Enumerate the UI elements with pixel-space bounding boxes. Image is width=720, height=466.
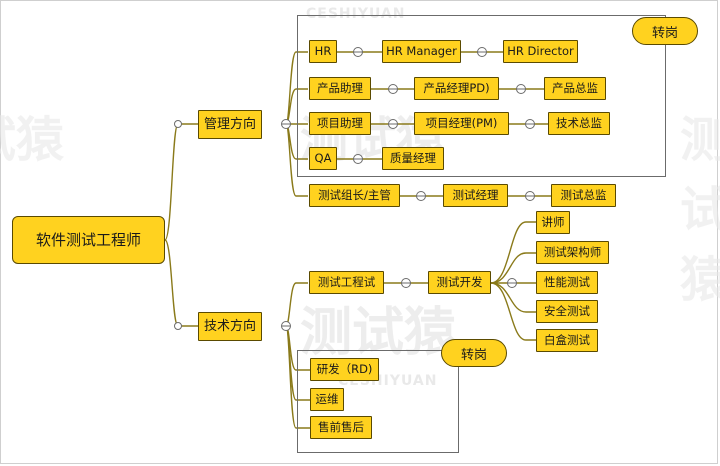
tech-transfer-tag: 转岗 bbox=[441, 339, 507, 367]
test-dev-node[interactable]: 测试开发 bbox=[428, 271, 491, 294]
security-test-node[interactable]: 安全测试 bbox=[536, 300, 598, 323]
project-assistant-node[interactable]: 项目助理 bbox=[309, 112, 371, 135]
project-manager-node[interactable]: 项目经理(PM) bbox=[414, 112, 509, 135]
tech-director-node[interactable]: 技术总监 bbox=[548, 112, 610, 135]
hr-node[interactable]: HR bbox=[309, 40, 337, 63]
performance-test-node[interactable]: 性能测试 bbox=[536, 271, 598, 294]
rd-node[interactable]: 研发（RD) bbox=[310, 358, 379, 381]
hr-manager-node[interactable]: HR Manager bbox=[382, 40, 461, 63]
watermark-cn-left: 测试猿 bbox=[0, 112, 65, 168]
product-assistant-node[interactable]: 产品助理 bbox=[309, 77, 371, 100]
whitebox-test-node[interactable]: 白盒测试 bbox=[536, 329, 598, 352]
tech-transfer-box bbox=[297, 350, 459, 453]
product-manager-node[interactable]: 产品经理PD) bbox=[414, 77, 499, 100]
presales-node[interactable]: 售前售后 bbox=[310, 416, 372, 439]
mgmt-transfer-box bbox=[297, 15, 666, 177]
qa-node[interactable]: QA bbox=[309, 147, 337, 170]
hr-director-node[interactable]: HR Director bbox=[503, 40, 578, 63]
lecturer-node[interactable]: 讲师 bbox=[536, 211, 570, 234]
test-architect-node[interactable]: 测试架构师 bbox=[536, 241, 609, 264]
watermark-en-top: CESHIYUAN bbox=[306, 6, 406, 22]
test-lead-node[interactable]: 测试组长/主管 bbox=[309, 184, 400, 207]
quality-manager-node[interactable]: 质量经理 bbox=[382, 147, 444, 170]
test-engineer-node[interactable]: 测试工程试 bbox=[309, 271, 384, 294]
watermark-cn-right: 测试猿 bbox=[680, 112, 720, 308]
watermark-cn-bottom: 测试猿 bbox=[300, 303, 457, 363]
root-node[interactable]: 软件测试工程师 bbox=[12, 216, 165, 264]
mgmt-node[interactable]: 管理方向 bbox=[198, 110, 262, 139]
tech-node[interactable]: 技术方向 bbox=[198, 312, 262, 341]
product-director-node[interactable]: 产品总监 bbox=[544, 77, 606, 100]
test-director-node[interactable]: 测试总监 bbox=[551, 184, 616, 207]
ops-node[interactable]: 运维 bbox=[310, 388, 344, 411]
test-manager-node[interactable]: 测试经理 bbox=[443, 184, 508, 207]
mgmt-transfer-tag: 转岗 bbox=[632, 17, 698, 45]
